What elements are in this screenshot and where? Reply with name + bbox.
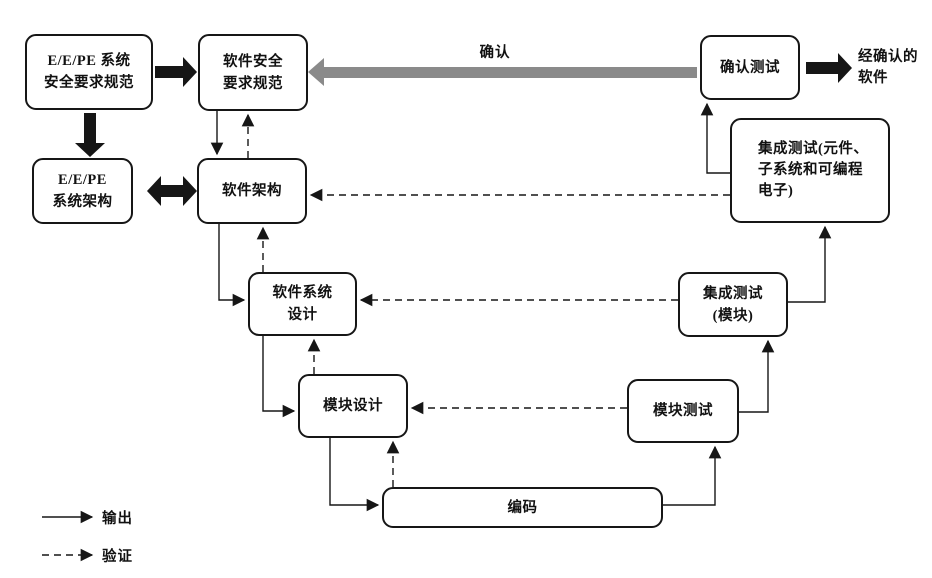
legend-output-label: 输出 — [102, 511, 133, 527]
thick-double-arrow-eepe-arch-sw-arch — [147, 176, 197, 206]
thick-arrow-eepe-srs-to-eepe-arch — [75, 113, 105, 157]
node-validation-test: 确认测试 — [700, 35, 800, 100]
node-module-design: 模块设计 — [298, 374, 408, 438]
output-line-sw-arch-to-sw-sys-design — [218, 224, 246, 307]
node-software-system-design: 软件系统 设计 — [248, 272, 357, 336]
node-integration-test-programmable-electronics: 集成测试(元件、 子系统和可编程 电子) — [730, 118, 890, 223]
node-integration-test-module: 集成测试 (模块) — [678, 272, 788, 337]
node-software-safety-requirements: 软件安全 要求规范 — [198, 34, 308, 111]
output-line-int-test-module-to-int-test-pe — [788, 225, 832, 303]
thick-arrow-eepe-srs-to-sw-srs — [155, 57, 197, 87]
node-software-architecture: 软件架构 — [197, 158, 307, 224]
thick-arrow-validation-test-to-validated-software — [806, 53, 852, 83]
validation-arrow-label: 确认 — [479, 45, 511, 61]
output-line-sw-sys-design-to-module-design — [262, 336, 296, 418]
node-coding: 编码 — [382, 487, 663, 528]
node-module-test: 模块测试 — [627, 379, 739, 443]
output-line-coding-to-module-test — [663, 445, 722, 506]
validated-software-label: 经确认的 软件 — [858, 49, 918, 86]
node-eepe-system-safety-requirements: E/E/PE 系统 安全要求规范 — [25, 34, 153, 110]
node-eepe-system-architecture: E/E/PE 系统架构 — [32, 158, 133, 224]
legend-verification-label: 验证 — [102, 549, 133, 565]
gray-validation-arrow — [308, 58, 697, 86]
output-line-int-test-pe-to-validation-test — [700, 102, 730, 174]
output-line-module-design-to-coding — [329, 438, 380, 512]
output-line-module-test-to-int-test-module — [739, 339, 775, 413]
